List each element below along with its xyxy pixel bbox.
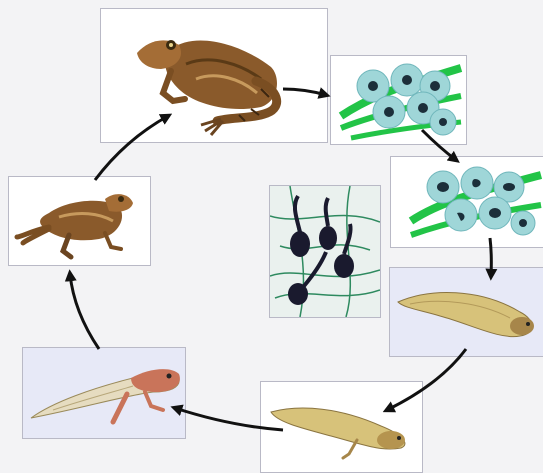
- frog-spawn-panel: [330, 55, 467, 145]
- tadpole-hind-legs-image: [261, 382, 422, 472]
- adult-frog-image: [101, 9, 327, 142]
- froglet-image: [9, 177, 150, 265]
- developing-eggs-panel: [390, 156, 543, 248]
- tadpole-four-legs-panel: [22, 347, 186, 439]
- young-tadpole-panel: [389, 267, 543, 357]
- adult-frog-panel: [100, 8, 328, 143]
- tadpole-hind-legs-panel: [260, 381, 423, 473]
- hatched-tadpoles-panel: [269, 185, 381, 318]
- arrow-fourlegs-to-froglet: [70, 274, 99, 349]
- tadpole-image: [390, 268, 543, 356]
- froglet-panel: [8, 176, 151, 266]
- frog-eggs-image: [331, 56, 466, 144]
- developing-eggs-image: [391, 157, 543, 247]
- tadpoles-in-pond-image: [270, 186, 380, 317]
- tadpole-four-legs-image: [23, 348, 185, 438]
